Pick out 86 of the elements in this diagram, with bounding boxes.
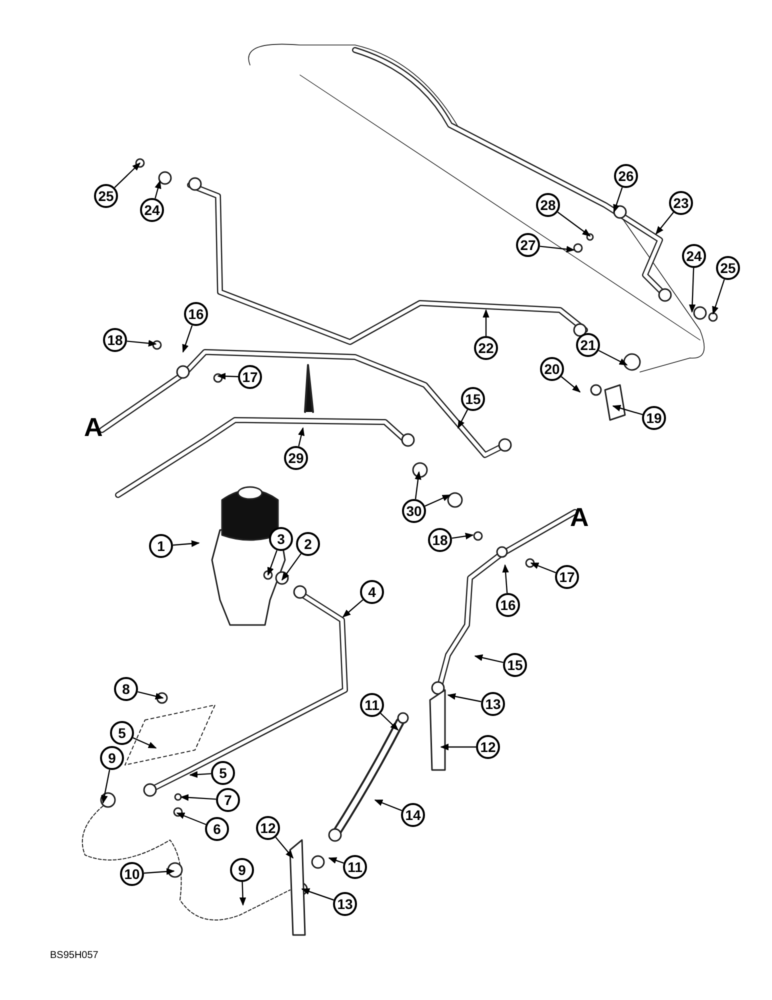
leader-line <box>530 562 556 574</box>
leader-line <box>457 409 468 429</box>
callout-number: 21 <box>576 333 600 357</box>
callout-number: 15 <box>461 387 485 411</box>
leader-line <box>452 532 474 540</box>
callout-number: 3 <box>269 527 293 551</box>
leader-line <box>154 180 162 199</box>
callout-number: 26 <box>614 164 638 188</box>
drawing-number: BS95H057 <box>50 950 98 961</box>
callout-number: 18 <box>103 328 127 352</box>
leader-line <box>380 712 399 731</box>
callout-number: 20 <box>540 357 564 381</box>
leader-line <box>138 691 164 700</box>
leader-line <box>557 212 591 236</box>
section-letter: A <box>84 412 103 443</box>
leader-line <box>540 246 575 253</box>
leader-line <box>267 550 278 576</box>
leader-line <box>189 771 212 778</box>
leader-line <box>655 212 674 235</box>
leader-line <box>182 325 193 353</box>
leader-line <box>239 882 246 906</box>
leader-line <box>126 340 157 347</box>
section-letter: A <box>570 502 589 533</box>
callout-number: 30 <box>402 499 426 523</box>
callout-number: 22 <box>474 336 498 360</box>
leader-line <box>301 888 334 901</box>
callout-number: 11 <box>360 693 384 717</box>
leader-line <box>447 693 482 702</box>
callout-number: 5 <box>110 721 134 745</box>
leader-line <box>176 812 206 826</box>
callout-number: 6 <box>205 817 229 841</box>
callout-number: 13 <box>481 692 505 716</box>
leader-line <box>172 540 200 547</box>
leader-line <box>282 553 302 581</box>
callout-number: 28 <box>536 193 560 217</box>
callout-number: 7 <box>216 788 240 812</box>
leader-line <box>560 376 581 393</box>
callout-number: 1 <box>149 534 173 558</box>
callout-number: 12 <box>476 735 500 759</box>
callout-number: 11 <box>343 855 367 879</box>
leader-line <box>342 599 364 618</box>
leader-line <box>132 737 157 749</box>
callout-number: 8 <box>114 677 138 701</box>
callout-number: 17 <box>238 365 262 389</box>
leader-line <box>712 279 725 315</box>
callout-number: 12 <box>256 816 280 840</box>
leader-line <box>502 564 509 594</box>
callout-number: 27 <box>516 233 540 257</box>
leader-line <box>328 857 344 864</box>
leader-line <box>414 471 422 500</box>
leader-line <box>144 868 175 875</box>
leader-line <box>101 770 110 804</box>
callout-number: 17 <box>555 565 579 589</box>
leader-line <box>440 744 476 750</box>
callout-number: 15 <box>503 653 527 677</box>
callout-number: 16 <box>496 593 520 617</box>
callout-number: 2 <box>296 532 320 556</box>
leader-line <box>598 350 628 366</box>
callout-number: 19 <box>642 406 666 430</box>
callout-number: 18 <box>428 528 452 552</box>
callout-number: 4 <box>360 580 384 604</box>
callout-number: 14 <box>401 803 425 827</box>
callout-number: 16 <box>184 302 208 326</box>
callout-number: 13 <box>333 892 357 916</box>
leader-line <box>474 654 504 663</box>
callout-number: 5 <box>211 761 235 785</box>
leader-line <box>424 494 451 507</box>
callout-number: 25 <box>716 256 740 280</box>
leader-line <box>482 309 490 336</box>
leader-line <box>612 404 643 416</box>
leader-line <box>217 372 238 380</box>
callout-number: 9 <box>100 746 124 770</box>
leader-line <box>114 162 141 188</box>
leader-line <box>298 427 305 446</box>
leader-line <box>275 836 294 859</box>
callout-number: 29 <box>284 446 308 470</box>
leader-line <box>180 794 216 801</box>
callout-number: 24 <box>682 244 706 268</box>
leader-line <box>688 268 696 313</box>
callout-number: 24 <box>140 198 164 222</box>
leader-line <box>613 187 623 213</box>
callout-number: 10 <box>120 862 144 886</box>
callout-number: 23 <box>669 191 693 215</box>
leader-line <box>374 799 402 812</box>
callout-number: 25 <box>94 184 118 208</box>
callout-number: 9 <box>230 858 254 882</box>
